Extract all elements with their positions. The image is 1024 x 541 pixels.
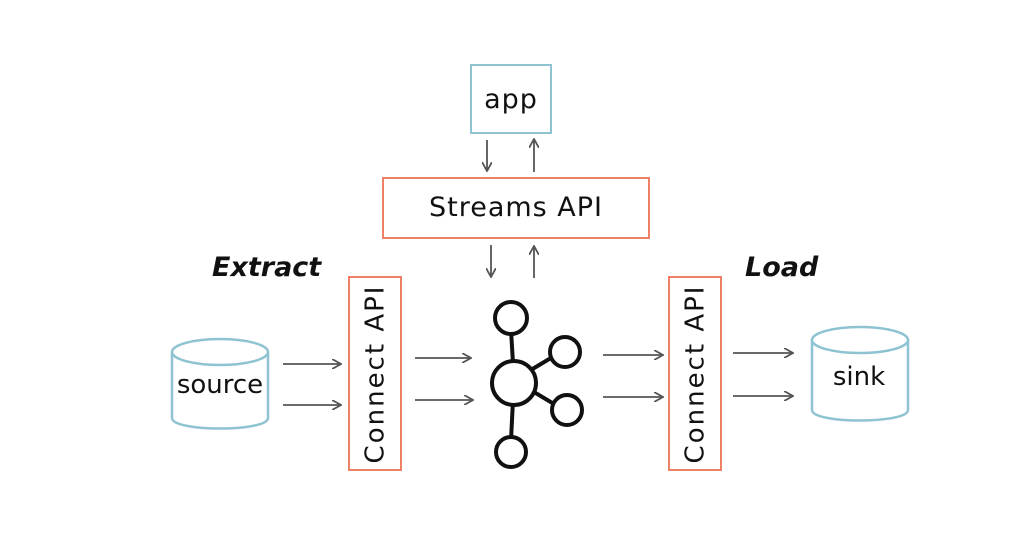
streams-api-box [382, 177, 650, 239]
connect-api-left-label: Connect API [360, 284, 390, 463]
app-label: app [484, 84, 538, 115]
app-streams-arrows [487, 140, 534, 172]
connect-cluster-arrows [415, 358, 472, 400]
connect-api-left-box [348, 276, 402, 471]
kafka-cluster-icon [490, 300, 584, 469]
connect-api-right-label-wrap: Connect API [668, 276, 722, 471]
app-box [470, 64, 552, 134]
source-database-icon [170, 337, 270, 430]
connect-sink-arrows [733, 353, 792, 396]
streams-cluster-arrows [491, 245, 534, 278]
source-connect-arrows [283, 364, 340, 405]
connect-api-right-box [668, 276, 722, 471]
load-heading: Load [745, 252, 819, 283]
cluster-connect-arrows [603, 355, 662, 397]
streams-api-label: Streams API [428, 192, 604, 223]
sink-label: sink [832, 362, 886, 392]
sink-database-icon [810, 325, 910, 422]
extract-heading: Extract [212, 252, 322, 283]
connect-api-left-label-wrap: Connect API [348, 276, 402, 471]
source-label: source [176, 370, 264, 400]
connect-api-right-label: Connect API [680, 284, 710, 463]
